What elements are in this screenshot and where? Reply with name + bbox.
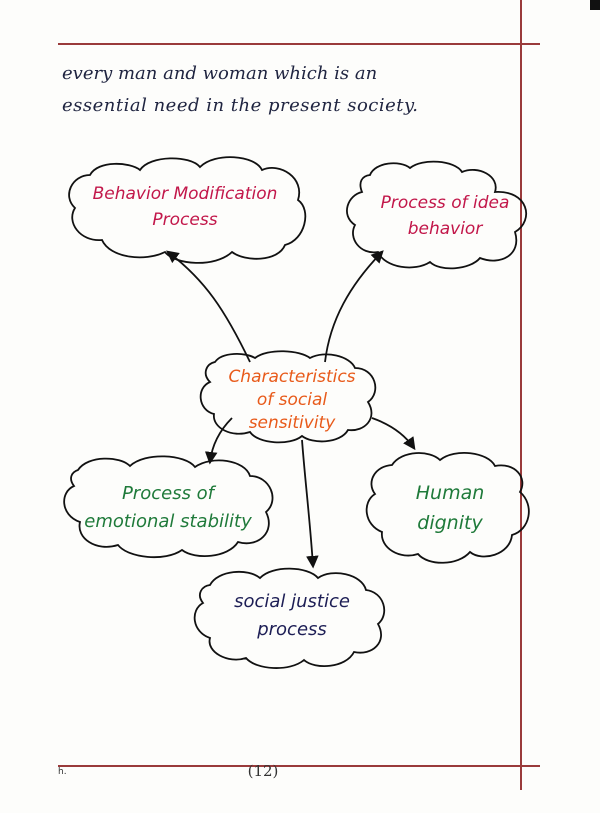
- node-line: dignity: [417, 512, 483, 534]
- node-social-justice: social justice process: [202, 588, 382, 644]
- node-line: Process: [152, 210, 218, 230]
- corner-mark: [590, 0, 600, 10]
- page-number: (12): [247, 762, 279, 780]
- node-emotional-stability: Process of emotional stability: [62, 480, 274, 536]
- node-human-dignity: Human dignity: [380, 478, 520, 538]
- node-behavior-modification: Behavior Modification Process: [72, 181, 298, 233]
- cloud-human-dignity: [365, 452, 530, 564]
- corner-mark-text: h.: [58, 767, 67, 777]
- node-line: of social: [256, 390, 328, 410]
- node-line: Characteristics: [228, 367, 356, 387]
- node-idea-behavior: Process of idea behavior: [360, 190, 530, 242]
- cloud-center: [199, 350, 377, 444]
- node-line: Process of: [121, 483, 215, 504]
- arrow-to-emotional-stability: [204, 417, 233, 465]
- intro-text: every man and woman which is an essentia…: [62, 58, 517, 122]
- node-line: Behavior Modification: [92, 184, 278, 204]
- node-line: emotional stability: [84, 511, 252, 532]
- cloud-emotional-stability: [63, 455, 274, 559]
- intro-line-1: every man and woman which is an: [62, 63, 378, 84]
- bottom-margin-rule: [58, 765, 540, 767]
- right-margin-rule: [520, 0, 522, 790]
- arrow-to-social-justice: [301, 439, 319, 569]
- node-line: Human: [415, 482, 485, 504]
- node-line: social justice: [234, 591, 350, 612]
- node-line: Process of idea: [380, 193, 510, 213]
- intro-line-2: essential need in the present society.: [62, 95, 419, 116]
- cloud-social-justice: [193, 567, 386, 669]
- arrow-to-behavior-modification: [165, 250, 251, 363]
- node-line: sensitivity: [248, 413, 336, 433]
- arrow-to-human-dignity: [371, 417, 416, 451]
- top-margin-rule: [58, 43, 540, 45]
- node-line: behavior: [407, 219, 483, 239]
- cloud-behavior-modification: [68, 156, 307, 264]
- node-line: process: [257, 619, 327, 640]
- cloud-idea-behavior: [346, 160, 528, 270]
- node-center: Characteristics of social sensitivity: [212, 366, 372, 435]
- arrow-to-idea-behavior: [324, 250, 384, 363]
